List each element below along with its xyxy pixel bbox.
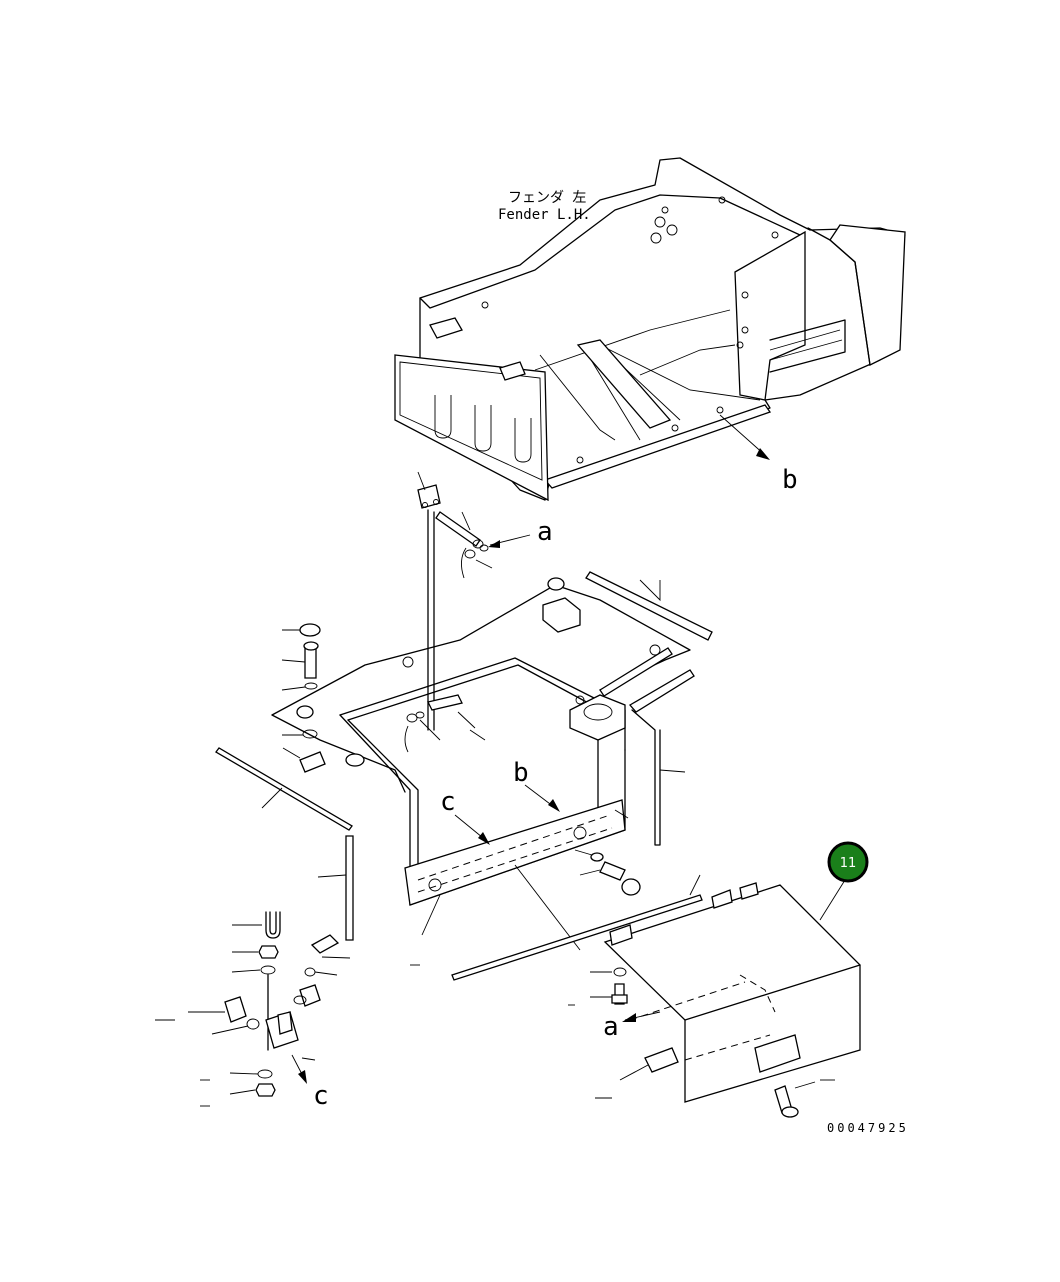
fender-title-english: Fender L.H. [498, 207, 591, 223]
ref-letter-c-bottom: c [313, 1081, 329, 1111]
fender-assembly [394, 157, 906, 502]
ref-letter-b-top: b [782, 465, 798, 495]
seal-strips [215, 747, 703, 981]
fender-title-japanese: フェンダ 左 [508, 190, 586, 206]
ref-letter-b-middle: b [513, 758, 529, 788]
ref-letter-a-bottom: a [603, 1012, 619, 1042]
cover-assembly [568, 879, 861, 1118]
callout-badge-11[interactable]: 11 [827, 841, 869, 883]
ref-letter-c-middle: c [440, 787, 456, 817]
drawing-number: 00047925 [827, 1121, 909, 1135]
hinge-hardware [155, 911, 420, 1107]
pin-stay-assembly [417, 471, 531, 731]
cover-frame-assembly [271, 571, 713, 951]
ref-letter-a-middle: a [537, 517, 553, 547]
callout-badge-label: 11 [840, 856, 857, 871]
